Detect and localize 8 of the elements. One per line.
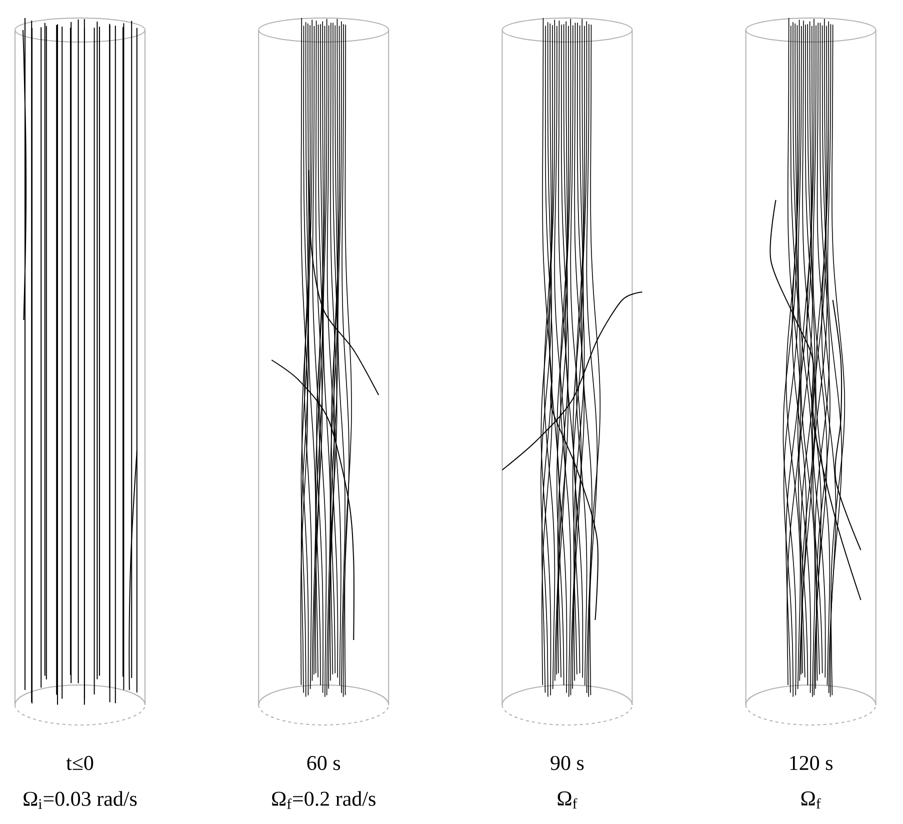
panel-caption: Ω$_{f}$ [801, 791, 821, 809]
panel-caption: Ω$_{f}$ [558, 791, 578, 809]
panel-caption: Ω$_{i}$=0.03 rad/s [24, 791, 137, 809]
panel-caption: 60 s [307, 756, 340, 770]
panel-caption: t≤0 [66, 756, 94, 770]
panel-caption: 90 s [550, 756, 584, 770]
panel-caption: 120 s [790, 756, 832, 770]
panel-caption: Ω$_{f}$=0.2 rad/s [272, 791, 376, 809]
